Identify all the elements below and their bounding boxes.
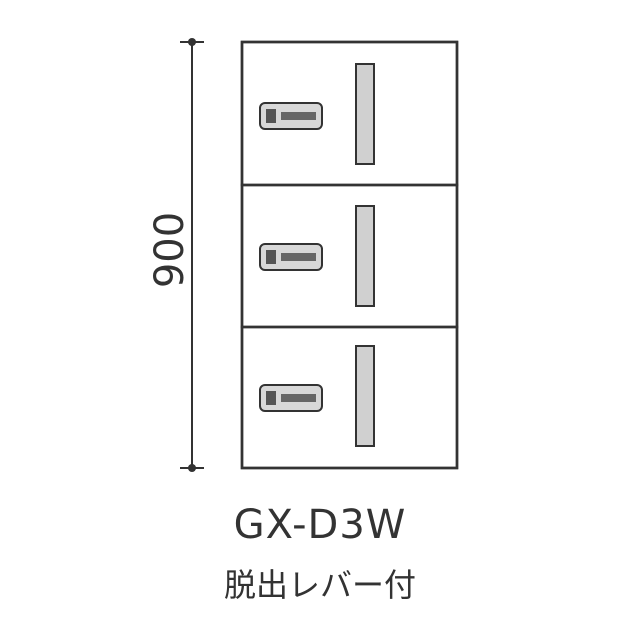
mail-slot — [355, 205, 375, 307]
model-name: GX-D3W — [233, 502, 407, 548]
model-note: 脱出レバー付 — [223, 566, 416, 604]
height-dimension: 900 — [147, 38, 204, 472]
locker-unit-3 — [240, 325, 459, 470]
height-label: 900 — [147, 212, 193, 288]
mail-slot — [355, 63, 375, 165]
mail-slot — [355, 345, 375, 447]
